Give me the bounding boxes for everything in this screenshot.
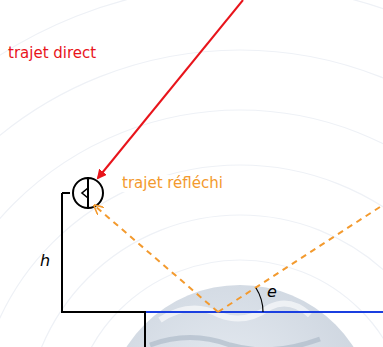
height-label: h xyxy=(40,252,50,270)
horizon-line xyxy=(145,311,383,313)
mast xyxy=(62,193,145,347)
angle-label: e xyxy=(267,283,277,301)
reflected-path-incoming xyxy=(218,205,383,312)
path-label: trajet direct xyxy=(8,45,96,62)
elevation-angle-arc xyxy=(256,288,263,312)
direct-path-arrow xyxy=(98,0,243,178)
reflected-path-arrow xyxy=(95,206,218,312)
antenna-dish xyxy=(73,178,103,208)
path-label: trajet réfléchi xyxy=(120,175,225,192)
